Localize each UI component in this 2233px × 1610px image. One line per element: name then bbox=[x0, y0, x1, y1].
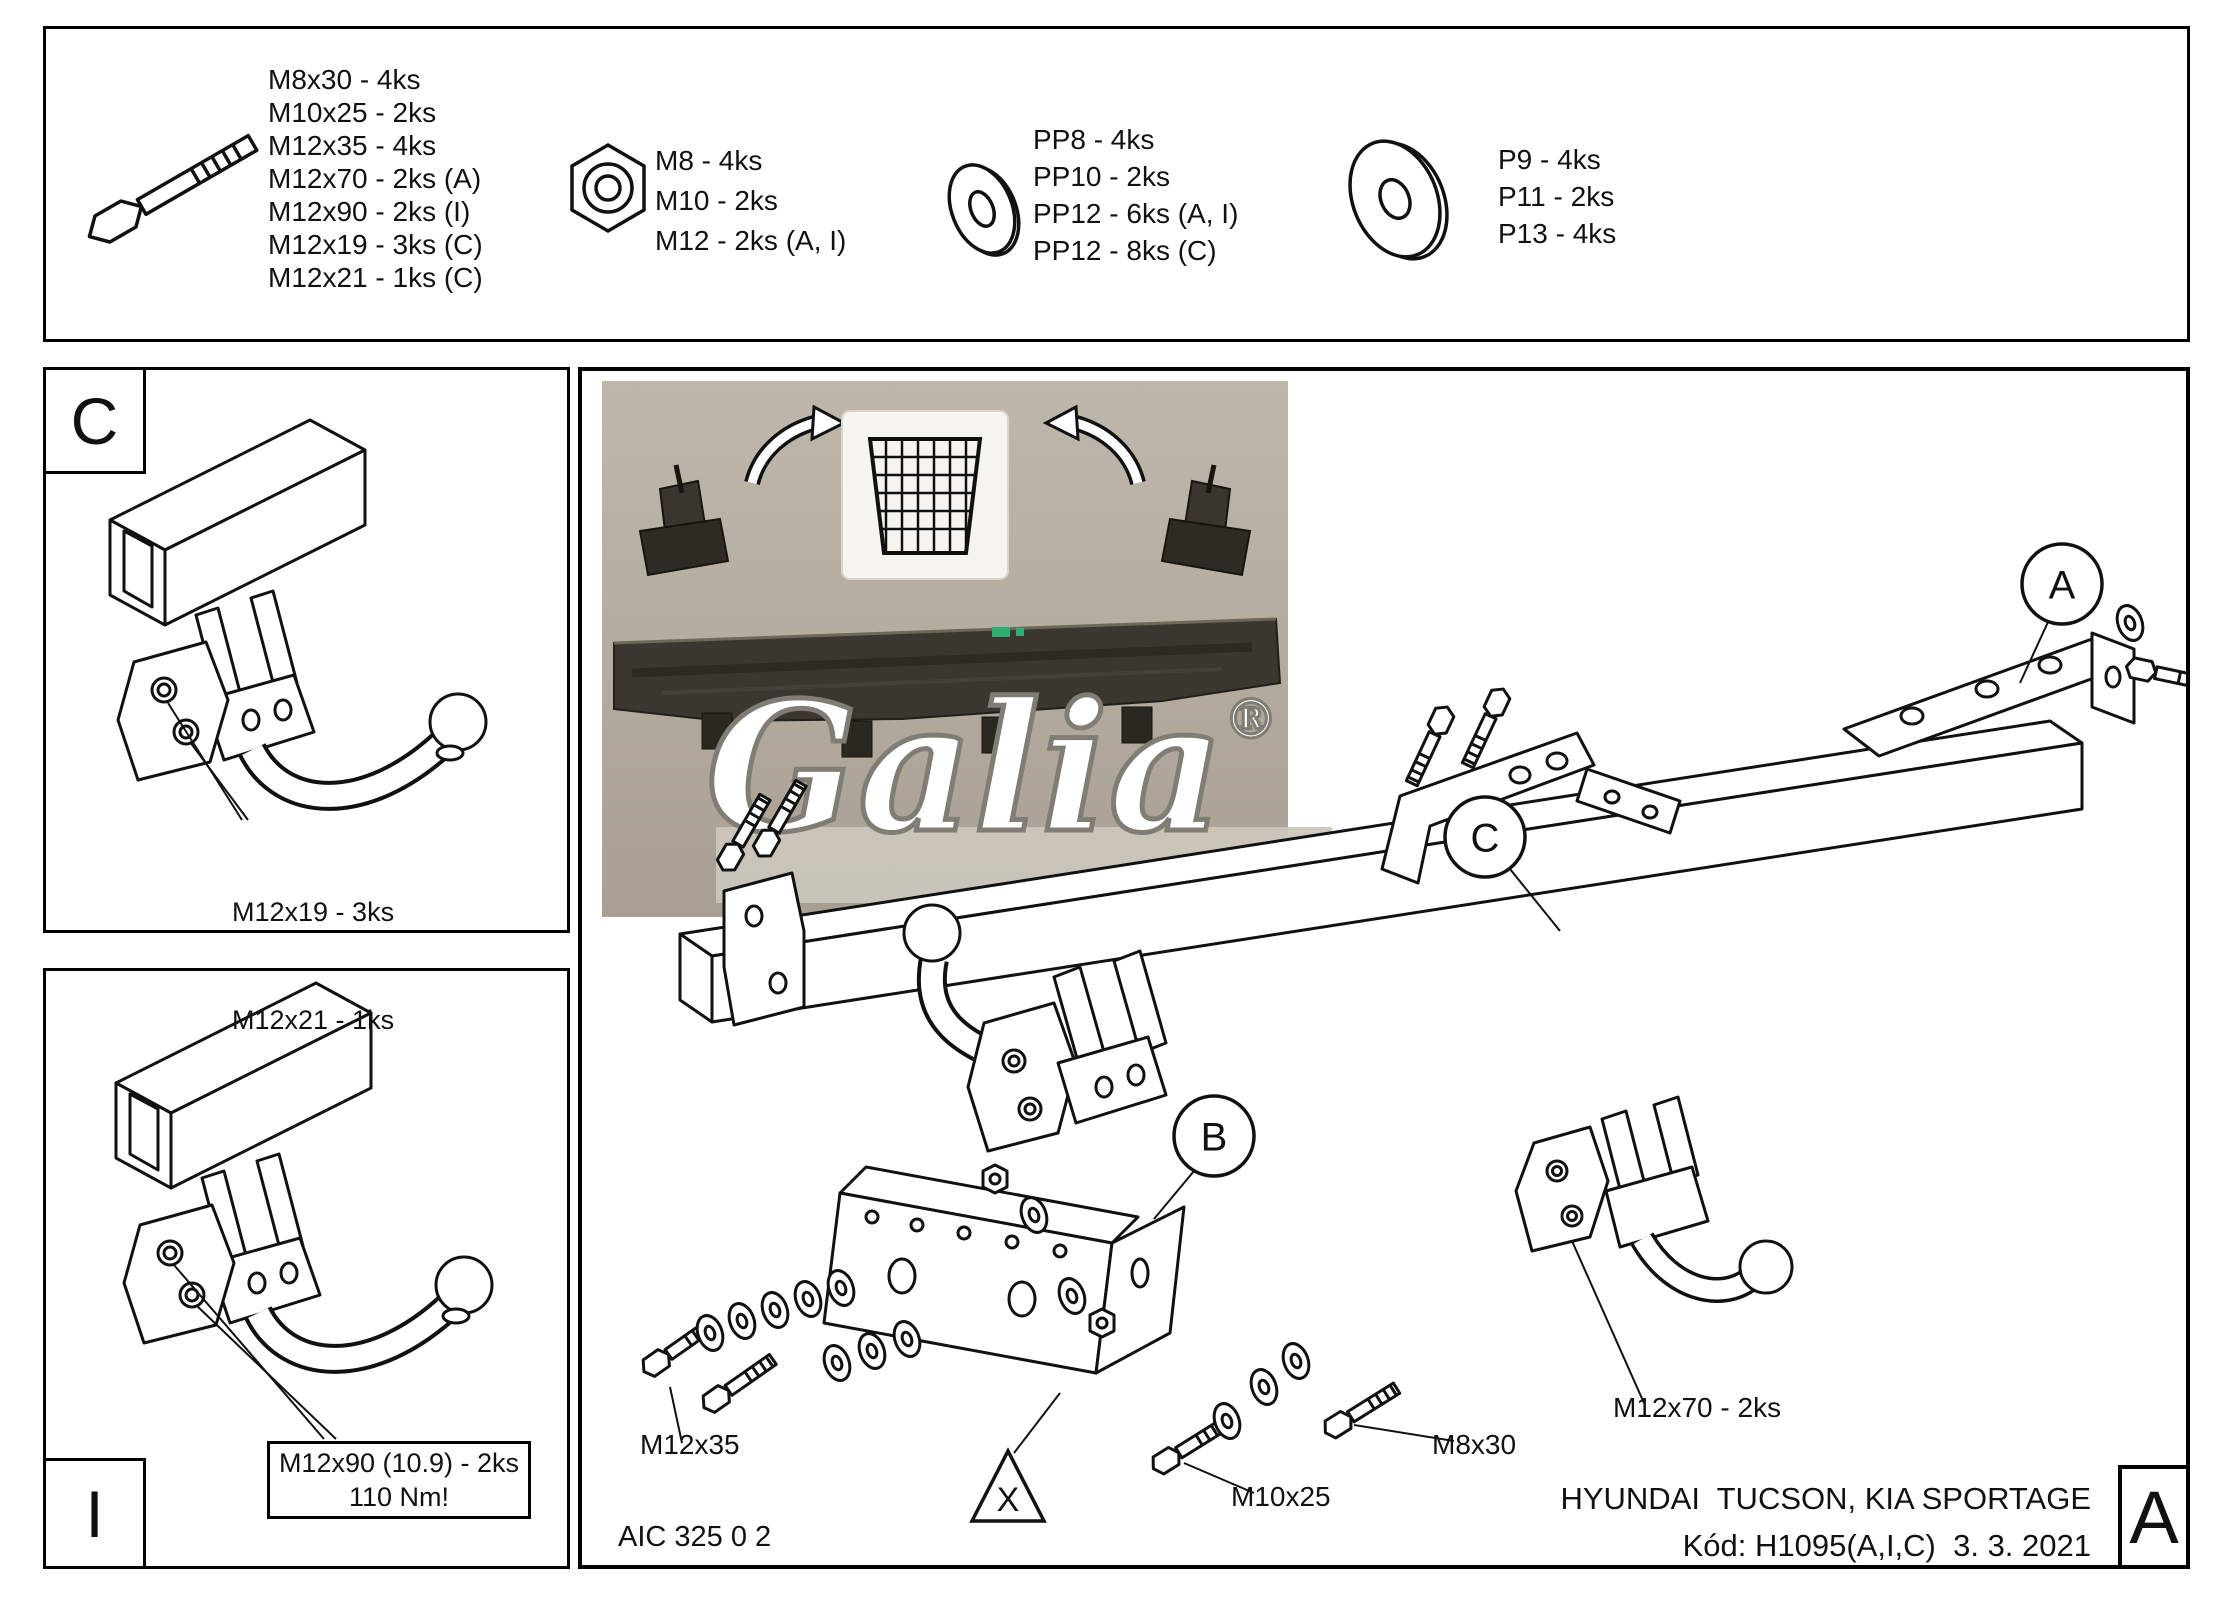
label-m8x30: M8x30 bbox=[1432, 1429, 1517, 1460]
note-line: 110 Nm! bbox=[348, 1482, 450, 1512]
curved-arrow-right-icon bbox=[1042, 404, 1146, 486]
spring-washer-icon bbox=[947, 163, 1021, 257]
vehicle-title: HYUNDAI TUCSON, KIA SPORTAGE bbox=[1560, 1481, 2091, 1516]
clevis-prong bbox=[1112, 949, 1168, 1055]
label-m12x35: M12x35 bbox=[640, 1429, 740, 1460]
list-item: P13 - 4ks bbox=[1498, 218, 1617, 249]
list-item: M12x90 - 2ks (I) bbox=[268, 196, 471, 227]
leader-line bbox=[195, 1304, 337, 1440]
photo-beam bbox=[613, 617, 1282, 758]
callout-c-label: C bbox=[1471, 816, 1500, 860]
callout-x-label: X bbox=[997, 1481, 1020, 1519]
clevis-prong bbox=[1652, 1095, 1700, 1185]
list-item: M8x30 - 4ks bbox=[268, 64, 421, 95]
list-item: M12x19 - 3ks (C) bbox=[268, 229, 483, 260]
callout-x-triangle bbox=[969, 1447, 1047, 1523]
towball bbox=[434, 1255, 494, 1315]
nut-icon bbox=[570, 142, 646, 234]
list-item: PP12 - 6ks (A, I) bbox=[1033, 198, 1239, 229]
bolt-sizes-list: M8x30 - 4ks M10x25 - 2ks M12x35 - 4ks M1… bbox=[268, 63, 483, 294]
list-item: M12x35 - 4ks bbox=[268, 130, 437, 161]
crossbar-end-cap bbox=[678, 932, 714, 1024]
list-item: PP12 - 8ks (C) bbox=[1033, 235, 1217, 266]
code-and-date: Kód: H1095(A,I,C) 3. 3. 2021 bbox=[1682, 1528, 2091, 1563]
leader-lines bbox=[669, 621, 2049, 1494]
callout-b-circle bbox=[1172, 1094, 1256, 1178]
towball-bracket bbox=[966, 1001, 1078, 1153]
detail-c-drawing bbox=[108, 418, 488, 821]
label-m12x70: M12x70 - 2ks bbox=[1613, 1392, 1782, 1423]
list-item: M12 - 2ks (A, I) bbox=[655, 225, 847, 256]
photo-bracket-left bbox=[638, 464, 730, 577]
main-assembly-drawing: A C B X bbox=[636, 542, 2186, 1523]
list-item: M8 - 4ks bbox=[655, 145, 763, 176]
list-item: P9 - 4ks bbox=[1498, 144, 1601, 175]
sheet-corner-label: A bbox=[2118, 1465, 2186, 1565]
detail-i-drawing bbox=[114, 981, 494, 1440]
list-item: M12x21 - 1ks (C) bbox=[268, 262, 483, 293]
curved-arrow-left-icon bbox=[744, 404, 848, 486]
list-item: PP10 - 2ks bbox=[1033, 161, 1170, 192]
list-item: PP8 - 4ks bbox=[1033, 124, 1155, 155]
towball bbox=[1738, 1239, 1794, 1295]
photo-bracket-right bbox=[1160, 464, 1252, 577]
callout-a-label: A bbox=[2049, 563, 2076, 607]
note-line: M12x21 - 1ks bbox=[232, 1005, 395, 1035]
label-m10x25: M10x25 bbox=[1231, 1481, 1331, 1512]
callout-a-circle bbox=[2020, 542, 2104, 626]
callout-c-circle bbox=[1443, 795, 1527, 879]
detail-view-i: I M12x90 (1 bbox=[43, 968, 570, 1569]
leader-line bbox=[189, 741, 249, 821]
detail-i-corner-label: I bbox=[46, 1458, 146, 1566]
detail-c-corner-label: C bbox=[46, 370, 146, 474]
spring-washer-sizes-list: PP8 - 4ks PP10 - 2ks PP12 - 6ks (A, I) P… bbox=[1033, 121, 1238, 269]
clevis-body bbox=[1604, 1165, 1710, 1249]
green-mark bbox=[992, 627, 1010, 637]
list-item: M10 - 2ks bbox=[655, 185, 778, 216]
note-line: M12x90 (10.9) - 2ks bbox=[278, 1448, 520, 1478]
nut-sizes-list: M8 - 4ks M10 - 2ks M12 - 2ks (A, I) bbox=[655, 141, 846, 261]
towball bbox=[902, 903, 962, 963]
note-line: M12x19 - 3ks bbox=[232, 897, 395, 927]
bolt-icon bbox=[87, 133, 259, 244]
leader-line bbox=[173, 1264, 325, 1440]
flat-washer-sizes-list: P9 - 4ks P11 - 2ks P13 - 4ks bbox=[1498, 141, 1616, 252]
towball-bracket bbox=[1514, 1125, 1610, 1253]
mid-bracket-arm bbox=[1380, 731, 1596, 885]
detail-c-note: M12x19 - 3ks M12x21 - 1ks bbox=[232, 822, 394, 1110]
parts-list-panel: M8x30 - 4ks M10x25 - 2ks M12x35 - 4ks M1… bbox=[43, 26, 2190, 342]
photo-contents bbox=[613, 404, 1282, 758]
list-item: P11 - 2ks bbox=[1498, 181, 1615, 212]
list-item: M10x25 - 2ks bbox=[268, 97, 437, 128]
towball bbox=[428, 692, 488, 752]
clevis-body bbox=[1056, 1035, 1168, 1125]
flat-washer-icon bbox=[1348, 139, 1449, 261]
list-item: M12x70 - 2ks (A) bbox=[268, 163, 482, 194]
waste-basket-icon bbox=[867, 437, 983, 555]
title-block: HYUNDAI TUCSON, KIA SPORTAGE Kód: H1095(… bbox=[1560, 1475, 2091, 1569]
document-number: AIC 325 0 2 bbox=[618, 1521, 772, 1553]
main-assembly-panel: Galia® bbox=[578, 367, 2190, 1569]
torque-note-box: M12x90 (10.9) - 2ks 110 Nm! bbox=[267, 1441, 531, 1519]
callout-b-label: B bbox=[1201, 1115, 1228, 1159]
detail-view-c: C M12x19 - bbox=[43, 367, 570, 1035]
end-bracket-left bbox=[722, 871, 806, 1027]
